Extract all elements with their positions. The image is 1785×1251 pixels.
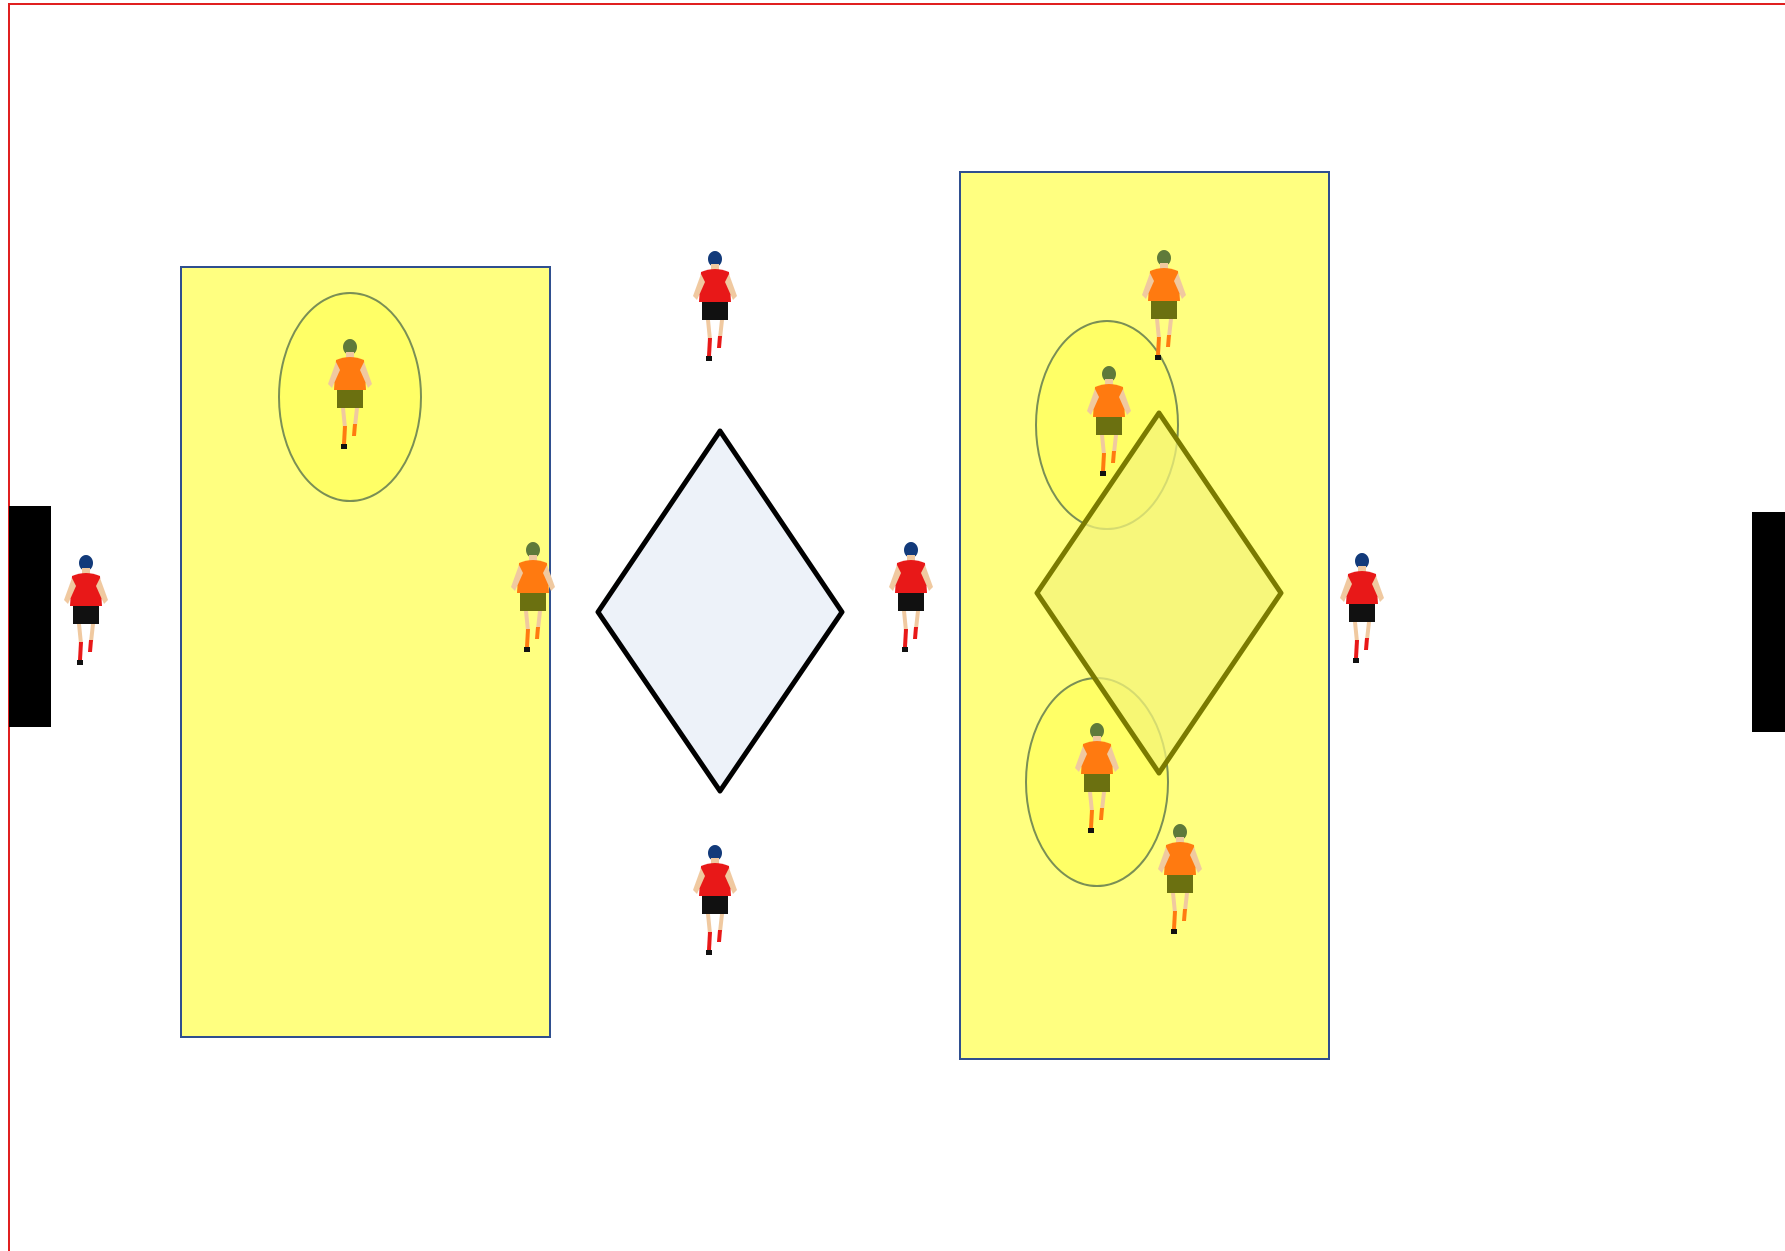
goal-left <box>9 506 51 727</box>
player-red-center-right <box>889 542 933 652</box>
player-red-center-top <box>693 251 737 361</box>
player-red-goalkeeper-right <box>1340 553 1384 663</box>
player-red-center-bottom <box>693 845 737 955</box>
diamond-center <box>598 431 842 791</box>
player-red-goalkeeper-left <box>64 555 108 665</box>
goal-right <box>1752 512 1785 732</box>
